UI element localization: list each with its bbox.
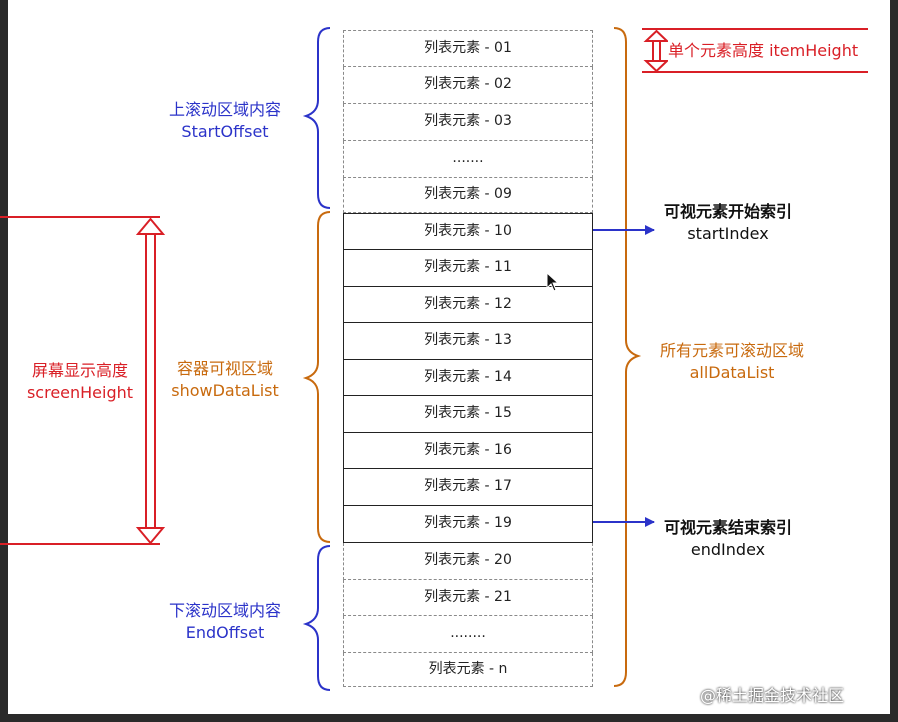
start-index-label-cn: 可视元素开始索引 [663,202,792,221]
visible-list-item: 列表元素 - 10 [343,213,593,250]
end-index-label-cn: 可视元素结束索引 [663,518,792,537]
screen-height-indicator [0,216,166,545]
top-region-label: 上滚动区域内容 StartOffset [150,99,300,143]
item-height-indicator [642,28,868,73]
start-index-label-en: startIndex [687,224,769,243]
visible-list-item: 列表元素 - 16 [343,433,593,469]
screen-height-label: 屏幕显示高度 screenHeight [18,360,142,404]
visible-list-item: 列表元素 - 11 [343,250,593,287]
offscreen-list-item: 列表元素 - n [343,653,593,687]
all-data-brace [613,27,642,687]
bottom-region-label-cn: 下滚动区域内容 [168,601,281,620]
screen-frame-right [890,0,898,722]
screen-frame-bottom [0,714,898,722]
offscreen-list-item: 列表元素 - 03 [343,104,593,141]
offscreen-list-item: 列表元素 - 09 [343,178,593,213]
all-data-label-cn: 所有元素可滚动区域 [659,341,804,360]
bottom-region-label: 下滚动区域内容 EndOffset [150,600,300,644]
visible-region-brace [302,211,331,543]
all-data-label: 所有元素可滚动区域 allDataList [642,340,822,384]
visible-list-item: 列表元素 - 15 [343,396,593,433]
end-index-label-en: endIndex [690,540,766,559]
top-region-label-en: StartOffset [181,122,269,141]
start-index-label: 可视元素开始索引 startIndex [648,201,808,245]
visible-list-item: 列表元素 - 13 [343,323,593,360]
screen-height-label-en: screenHeight [26,383,134,402]
visible-list-item: 列表元素 - 14 [343,360,593,396]
end-index-label: 可视元素结束索引 endIndex [648,517,808,561]
bottom-region-label-en: EndOffset [185,623,265,642]
top-region-brace [302,27,331,209]
offscreen-list-item: ........ [343,616,593,653]
offscreen-list-item: 列表元素 - 20 [343,543,593,580]
item-height-label: 单个元素高度 itemHeight [668,40,864,62]
screen-frame-left [0,0,8,722]
visible-region-label: 容器可视区域 showDataList [150,358,300,402]
visible-list-item: 列表元素 - 12 [343,287,593,323]
offscreen-list-item: 列表元素 - 01 [343,30,593,67]
all-data-label-en: allDataList [689,363,775,382]
visible-region-label-en: showDataList [171,381,279,400]
offscreen-list-item: ....... [343,141,593,178]
watermark: @稀土掘金技术社区 [700,686,845,705]
visible-list-item: 列表元素 - 19 [343,506,593,543]
visible-region-label-cn: 容器可视区域 [176,359,273,378]
visible-list-item: 列表元素 - 17 [343,469,593,506]
mouse-cursor-icon [546,272,560,292]
item-height-label-text: 单个元素高度 itemHeight [668,41,859,60]
offscreen-list-item: 列表元素 - 21 [343,580,593,616]
offscreen-list-item: 列表元素 - 02 [343,67,593,104]
screen-height-label-cn: 屏幕显示高度 [31,361,128,380]
bottom-region-brace [302,545,331,691]
top-region-label-cn: 上滚动区域内容 [168,100,281,119]
